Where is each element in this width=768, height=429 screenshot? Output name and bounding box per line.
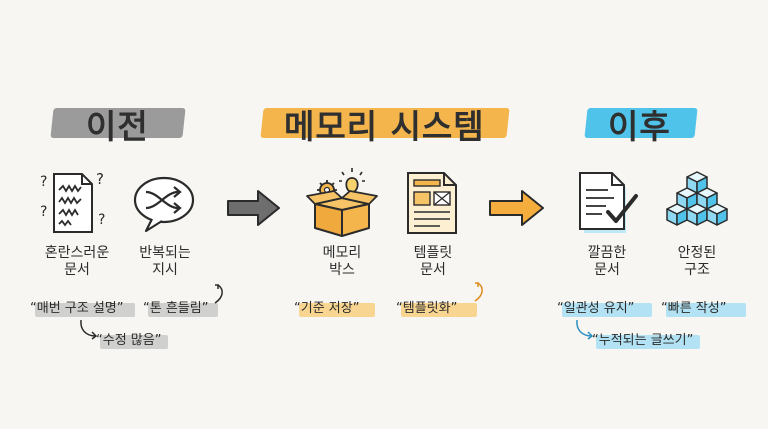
stacked-blocks-icon — [666, 171, 728, 226]
before-quote-1-highlight — [35, 303, 135, 317]
hook-arrow-icon — [80, 319, 98, 340]
before-item-1-label: 혼란스러운 문서 — [44, 245, 110, 278]
after-quote-2: “빠른 작성” — [661, 301, 727, 316]
after-quote-1-highlight — [562, 303, 652, 317]
after-quote-1: “일관성 유지” — [557, 301, 635, 316]
before-quote-3: “수정 많음” — [96, 333, 162, 348]
svg-text:?: ? — [40, 174, 47, 190]
after-quote-3-highlight — [596, 335, 700, 349]
orange-curl-arrow-icon — [474, 282, 483, 302]
gray-arrow-icon — [227, 190, 280, 226]
after-quote-2-highlight — [666, 303, 746, 317]
blue-hook-arrow-icon — [576, 319, 594, 340]
memory-title: 메모리 시스템 — [284, 107, 485, 146]
before-quote-3-highlight — [100, 335, 168, 349]
after-title: 이후 — [608, 107, 671, 146]
after-quote-3: “누적되는 글쓰기” — [592, 333, 694, 348]
memory-item-2-label: 템플릿 문서 — [413, 245, 453, 278]
before-quote-1: “매번 구조 설명” — [30, 301, 124, 316]
svg-text:?: ? — [40, 204, 47, 220]
svg-text:?: ? — [96, 170, 104, 188]
before-item-2-label: 반복되는 지시 — [139, 245, 191, 278]
orange-arrow-icon — [489, 190, 544, 226]
before-quote-2: “톤 흔들림” — [143, 301, 209, 316]
after-item-1-label: 깔끔한 문서 — [587, 245, 627, 278]
memory-quote-2: “템플릿화” — [396, 301, 458, 316]
template-document-icon — [407, 172, 457, 234]
svg-text:?: ? — [98, 212, 105, 228]
repeat-speech-bubble-icon — [133, 176, 195, 233]
memory-quote-2-highlight — [401, 303, 477, 317]
before-quote-2-highlight — [148, 303, 218, 317]
chaotic-document-icon: ? ? ? ? — [40, 170, 105, 233]
before-title: 이전 — [86, 107, 149, 146]
memory-quote-1-highlight — [299, 303, 375, 317]
memory-quote-1: “기준 저장” — [294, 301, 360, 316]
memory-box-icon — [306, 168, 378, 237]
curl-arrow-icon — [214, 284, 223, 304]
after-item-2-label: 안정된 구조 — [677, 245, 717, 278]
clean-document-check-icon — [579, 172, 638, 233]
memory-item-1-label: 메모리 박스 — [322, 245, 362, 278]
